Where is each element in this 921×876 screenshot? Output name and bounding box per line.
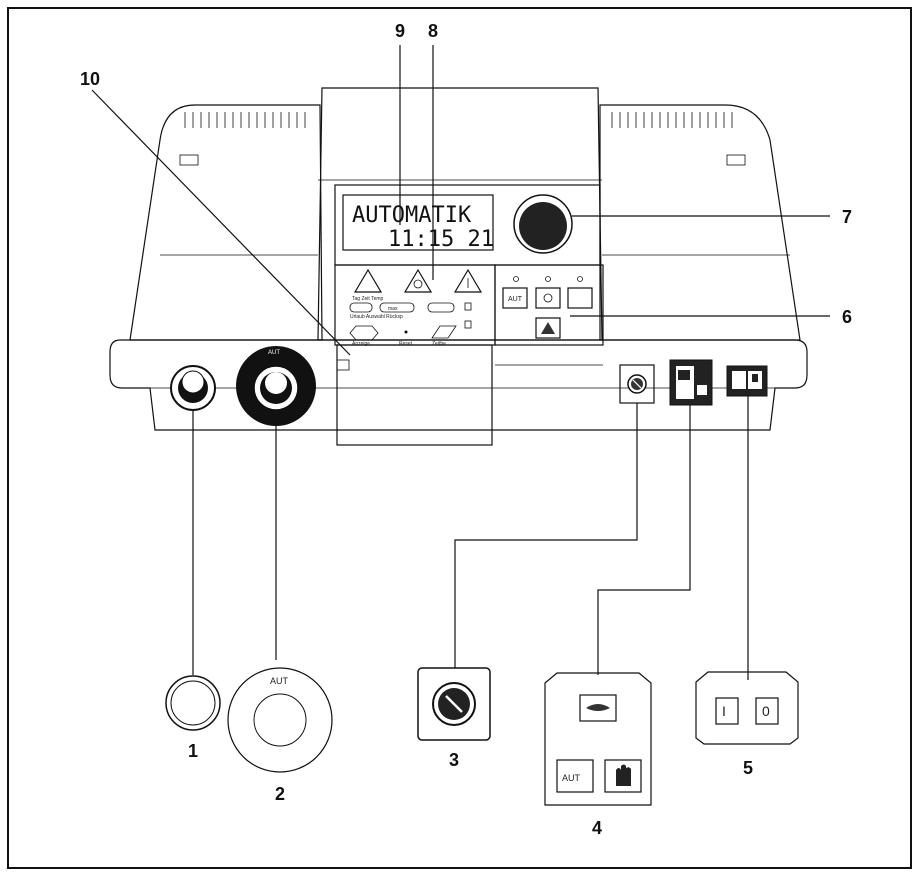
flap-cover[interactable] <box>336 344 493 446</box>
label-tagzeittemp: Tag Zeit Temp <box>352 296 384 302</box>
label-7: 7 <box>842 207 852 227</box>
aut-mode-button[interactable] <box>502 287 528 309</box>
vacation-button[interactable] <box>349 302 373 313</box>
switch-on-label: I <box>722 703 726 719</box>
detail-4-mode-switch: AUT <box>544 672 652 806</box>
vent-ribs-left <box>184 112 306 128</box>
reference-numbers: 1 2 3 4 5 6 7 8 9 10 <box>80 21 852 838</box>
component-2-boiler-temp-knob[interactable]: AUT <box>236 346 316 426</box>
svg-text:AUT: AUT <box>268 350 280 356</box>
lcd-line-1: AUTOMATIK <box>352 203 472 228</box>
component-3-test-switch[interactable] <box>619 364 655 404</box>
vent-ribs-right <box>611 112 733 128</box>
small-lock-icon <box>464 320 472 329</box>
label-anzeige: Anzeige <box>352 341 370 347</box>
operating-panel: Tag Zeit Temp max Urlaub Auswahl Rücksp … <box>334 264 496 347</box>
detail-5-main-switch: I 0 <box>695 671 799 745</box>
component-1-fuse-holder[interactable] <box>170 365 216 411</box>
sun-mode-button[interactable] <box>535 287 561 309</box>
controller-housing <box>109 87 808 431</box>
component-4-mode-switch[interactable] <box>669 359 713 406</box>
detail-2-knob-scale: AUT <box>227 667 333 773</box>
lcd-screen <box>342 194 494 251</box>
label-urlaub: Urlaub Auswahl Rücksp <box>350 314 403 320</box>
max-button[interactable] <box>379 302 415 313</box>
svg-text:AUT: AUT <box>508 296 523 303</box>
moon-button[interactable] <box>427 302 455 313</box>
label-5: 5 <box>743 758 753 778</box>
label-10: 10 <box>80 69 100 89</box>
chimney-sweep-button[interactable] <box>535 317 561 339</box>
leader-lines <box>91 45 830 680</box>
small-indicator-icon <box>464 302 472 311</box>
detail-1-fuse <box>165 675 221 731</box>
flame-manual-icon <box>579 694 617 722</box>
component-5-main-switch[interactable] <box>726 365 768 397</box>
sun-icon <box>543 293 553 303</box>
label-2: 2 <box>275 784 285 804</box>
mode-button-panel: AUT <box>494 264 604 366</box>
switch-off-label: 0 <box>762 703 770 719</box>
chimney-sweep-icon <box>541 322 555 334</box>
thermometer-triangle-icon <box>453 268 483 293</box>
moon-icon <box>577 292 583 304</box>
clock-triangle-icon <box>403 268 433 293</box>
label-1: 1 <box>188 741 198 761</box>
warning-triangle-icon <box>353 268 383 293</box>
time-button[interactable] <box>431 325 457 339</box>
max-button-label: max <box>388 306 398 312</box>
display-panel: AUTOMATIK 11:15 21 <box>334 184 601 266</box>
label-reset: Reset <box>399 341 413 347</box>
label-6: 6 <box>842 307 852 327</box>
frame-border <box>7 7 912 869</box>
display-button[interactable] <box>349 325 379 341</box>
lcd-line-2: 11:15 21 <box>388 227 494 252</box>
reset-button[interactable] <box>404 330 408 334</box>
knob-aut-label: AUT <box>270 676 289 686</box>
label-4: 4 <box>592 818 602 838</box>
label-3: 3 <box>449 750 459 770</box>
label-zeitbe: Zeitbe <box>432 341 446 347</box>
label-8: 8 <box>428 21 438 41</box>
rotary-knob-cap <box>519 202 567 250</box>
detail-3-test-switch <box>417 667 491 741</box>
label-9: 9 <box>395 21 405 41</box>
hand-icon <box>604 759 642 793</box>
moon-mode-button[interactable] <box>567 287 593 309</box>
mode-aut-label: AUT <box>562 773 581 783</box>
